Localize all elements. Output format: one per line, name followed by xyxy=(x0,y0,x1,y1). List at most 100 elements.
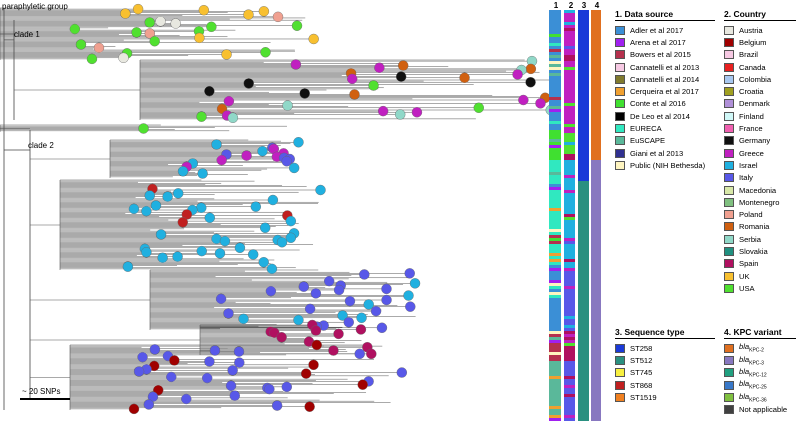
strip-cell xyxy=(578,304,589,307)
legend-item: France xyxy=(724,122,796,134)
legend-item: Cerqueira et al 2017 xyxy=(615,85,715,97)
strip-cell xyxy=(591,361,601,364)
legend-swatch xyxy=(724,99,734,109)
tip-marker xyxy=(381,294,392,306)
tip-marker xyxy=(293,137,304,148)
strip-cell xyxy=(549,310,561,313)
strip-cell xyxy=(591,286,601,289)
strip-cell xyxy=(591,94,601,97)
strip-cell xyxy=(591,70,601,73)
strip-cell xyxy=(591,295,601,298)
metadata-strips xyxy=(549,10,601,421)
strip-cell xyxy=(549,172,561,175)
tip-marker xyxy=(299,88,310,99)
strip-cell xyxy=(549,169,561,172)
strip-cell xyxy=(549,259,561,262)
legend-swatch xyxy=(724,160,734,170)
strip-cell xyxy=(549,364,561,367)
strip-cell xyxy=(578,190,589,193)
strip-cell xyxy=(549,130,561,133)
tip-marker xyxy=(395,71,407,82)
strip-cell xyxy=(549,145,561,148)
strip-cell xyxy=(591,226,601,229)
strip-cell xyxy=(591,55,601,58)
strip-cell xyxy=(564,205,575,208)
strip-cell xyxy=(564,172,575,175)
tip-marker xyxy=(409,278,421,289)
strip-cell xyxy=(564,400,575,403)
strip-cell xyxy=(591,199,601,202)
strip-cell xyxy=(578,220,589,223)
tip-marker xyxy=(227,365,238,376)
strip-cell xyxy=(564,337,575,340)
strip-cell xyxy=(549,220,561,223)
legend-item: Finland xyxy=(724,110,796,122)
strip-cell xyxy=(578,202,589,205)
strip-cell xyxy=(591,262,601,265)
legend-swatch xyxy=(724,50,734,60)
strip-cell xyxy=(549,283,561,286)
strip-cell xyxy=(578,55,589,58)
strip-cell xyxy=(549,370,561,373)
strip-cell xyxy=(591,40,601,43)
strip-cell xyxy=(564,178,575,181)
legend-item: ST1519 xyxy=(615,391,715,403)
strip-cell xyxy=(591,301,601,304)
strip-cell xyxy=(564,184,575,187)
legend-swatch xyxy=(724,210,734,220)
strip-cell xyxy=(564,316,575,319)
legend-item: Serbia xyxy=(724,233,796,245)
legend-swatch xyxy=(724,368,734,378)
legend-label: blaKPC-25 xyxy=(739,379,767,391)
strip-cell xyxy=(578,124,589,127)
strip-cell xyxy=(564,415,575,418)
tip-marker xyxy=(288,162,300,174)
strip-cell xyxy=(591,109,601,112)
legend-swatch xyxy=(724,392,734,402)
strip-cell xyxy=(578,145,589,148)
tip-marker xyxy=(354,348,365,360)
strip-cell xyxy=(564,346,575,349)
strip-cell xyxy=(549,40,561,43)
tip-marker xyxy=(473,102,484,113)
tip-marker xyxy=(157,252,168,263)
legend-item: blaKPC-36 xyxy=(724,391,796,403)
strip-cell xyxy=(591,379,601,382)
legend-item: blaKPC-2 xyxy=(724,342,796,354)
strip-cell xyxy=(578,229,589,232)
strip-cell xyxy=(549,142,561,145)
strip-cell xyxy=(591,13,601,16)
strip-cell xyxy=(591,349,601,352)
strip-cell xyxy=(549,286,561,289)
strip-cell xyxy=(549,64,561,67)
strip-cell xyxy=(591,34,601,37)
strip-cell xyxy=(591,73,601,76)
legend-label: Finland xyxy=(739,111,764,121)
legend-title: 1. Data source xyxy=(615,9,715,21)
strip-cell xyxy=(578,373,589,376)
legend-item: Giani et al 2013 xyxy=(615,147,715,159)
strip-cell xyxy=(591,88,601,91)
strip-cell xyxy=(549,193,561,196)
strip-cell xyxy=(564,73,575,76)
strip-cell xyxy=(591,367,601,370)
strip-cell xyxy=(578,43,589,46)
tip-marker xyxy=(346,73,358,85)
strip-cell xyxy=(578,280,589,283)
legend-title: 3. Sequence type xyxy=(615,327,715,339)
strip-cell xyxy=(578,253,589,256)
legend-swatch xyxy=(615,37,625,47)
legend-swatch xyxy=(615,62,625,72)
tip-marker xyxy=(132,3,144,15)
legend-swatch xyxy=(724,355,734,365)
strip-cell xyxy=(578,100,589,103)
strip-cell xyxy=(591,415,601,418)
tip-marker xyxy=(459,72,470,83)
strip-cell xyxy=(549,208,561,211)
tip-marker xyxy=(344,295,356,307)
strip-cell xyxy=(578,172,589,175)
legend-item: Bowers et al 2015 xyxy=(615,49,715,61)
strip-cell xyxy=(549,346,561,349)
tip-marker xyxy=(204,212,215,223)
strip-cell xyxy=(578,163,589,166)
